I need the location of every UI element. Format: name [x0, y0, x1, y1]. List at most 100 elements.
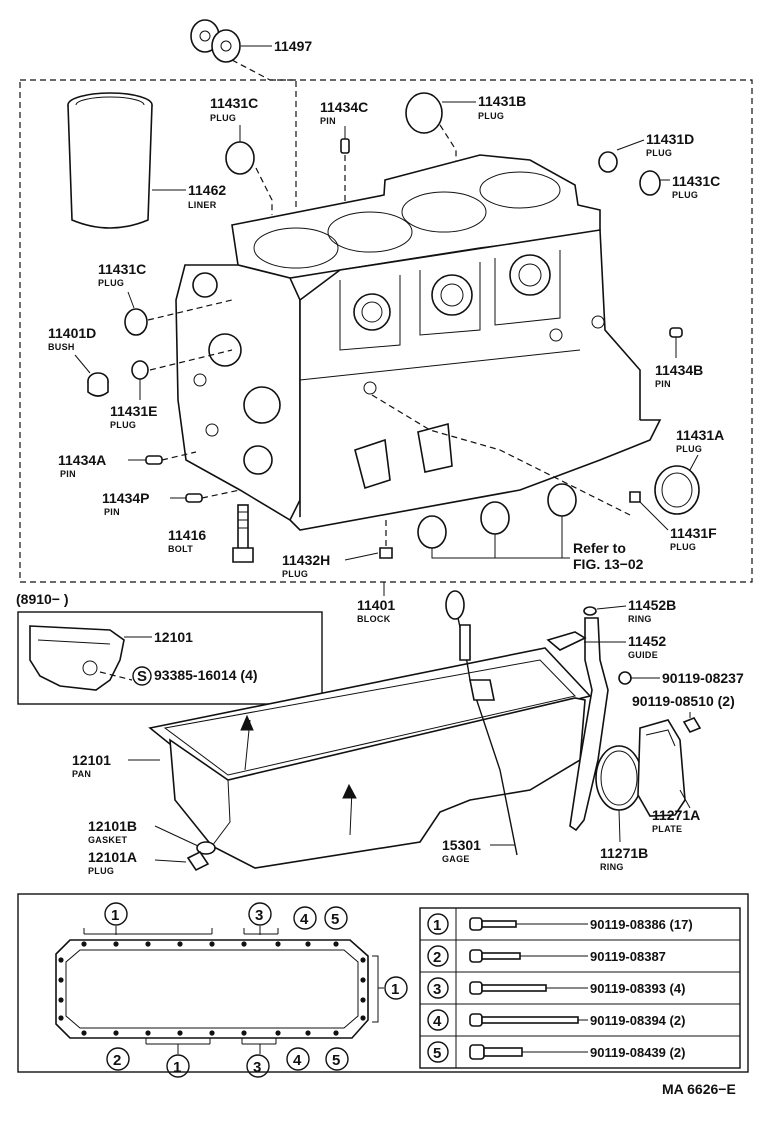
label-12101-pan: 12101 — [72, 752, 111, 768]
label-11271b: 11271B — [600, 845, 648, 861]
bolt-part-1: 90119-08386 (17) — [590, 917, 693, 932]
svg-text:5: 5 — [331, 911, 339, 928]
label-11462: 11462 — [188, 182, 226, 198]
sublabel-plug-2: PLUG — [478, 111, 504, 121]
plug-11431f — [629, 491, 669, 531]
gasket-bolt-hole — [333, 1030, 339, 1036]
sublabel-liner: LINER — [188, 200, 217, 210]
liner-drawing — [67, 92, 186, 229]
bolt-row-4: 4 90119-08394 (2) — [427, 1009, 685, 1031]
svg-text:1: 1 — [391, 981, 399, 998]
gasket-bolt-hole — [58, 1015, 64, 1021]
svg-text:3: 3 — [255, 907, 263, 924]
svg-text:1: 1 — [111, 907, 119, 924]
gasket-bolt-hole — [360, 977, 366, 983]
plug-11431a — [654, 454, 700, 515]
plug-11431d — [598, 139, 645, 173]
svg-text:3: 3 — [253, 1059, 261, 1076]
engine-block-drawing — [175, 154, 662, 531]
sublabel-plug-8: PLUG — [676, 444, 702, 454]
label-15301: 15301 — [442, 837, 481, 853]
label-12101-inset: 12101 — [154, 629, 193, 645]
svg-text:2: 2 — [113, 1052, 121, 1069]
gasket-bolt-hole — [360, 1015, 366, 1021]
sublabel-pin-3: PIN — [104, 507, 120, 517]
sublabel-plug-5: PLUG — [98, 278, 124, 288]
bolt-row-1: 1 90119-08386 (17) — [427, 913, 693, 935]
label-11497: 11497 — [274, 38, 312, 54]
sublabel-plug-6: PLUG — [110, 420, 136, 430]
sublabel-ring-1: RING — [628, 614, 652, 624]
gasket-bolt-hole — [177, 1030, 183, 1036]
gasket-marker-4b: 4 — [286, 1047, 310, 1071]
gasket-bolt-hole — [360, 957, 366, 963]
gasket-bolt-hole — [209, 1030, 215, 1036]
label-11401: 11401 — [357, 597, 395, 613]
label-11431d: 11431D — [646, 131, 694, 147]
label-11431a: 11431A — [676, 427, 724, 443]
pin-11434b — [669, 327, 683, 358]
sublabel-gasket: GASKET — [88, 835, 128, 845]
label-11401d: 11401D — [48, 325, 96, 341]
gasket-bolt-holes — [58, 941, 366, 1036]
sublabel-pin-4: PIN — [655, 379, 671, 389]
marker-s: S — [137, 668, 147, 685]
sublabel-gage: GAGE — [442, 854, 470, 864]
gasket-marker-3b: 3 — [246, 1054, 270, 1078]
bolt-row-5: 5 90119-08439 (2) — [427, 1041, 685, 1063]
gasket-marker-5b: 5 — [325, 1047, 349, 1071]
gasket-bolt-hole — [58, 977, 64, 983]
bush-11401d — [74, 354, 109, 397]
label-11434a: 11434A — [58, 452, 106, 468]
sublabel-plug-9: PLUG — [670, 542, 696, 552]
bolt-row-3: 3 90119-08393 (4) — [427, 977, 685, 999]
bolt-part-4: 90119-08394 (2) — [590, 1013, 685, 1028]
gasket-bolt-hole — [360, 997, 366, 1003]
label-11271a: 11271A — [652, 807, 700, 823]
svg-text:1: 1 — [173, 1059, 181, 1076]
bolt-part-3: 90119-08393 (4) — [590, 981, 685, 996]
gasket-bolt-hole — [58, 997, 64, 1003]
dipstick-drawing — [445, 590, 518, 856]
label-11431c-top: 11431C — [210, 95, 258, 111]
gasket-marker-1c: 1 — [166, 1054, 190, 1078]
label-12101a: 12101A — [88, 849, 137, 865]
inset-box — [17, 611, 323, 705]
bolt-table — [419, 907, 741, 1069]
sublabel-plug-10: PLUG — [88, 866, 114, 876]
label-11431c-left: 11431C — [98, 261, 146, 277]
sublabel-guide: GUIDE — [628, 650, 658, 660]
plate-ring-drawing — [595, 719, 691, 843]
gasket-bolt-hole — [209, 941, 215, 947]
label-11431b: 11431B — [478, 93, 526, 109]
sublabel-plug-4: PLUG — [672, 190, 698, 200]
label-11432h: 11432H — [282, 552, 330, 568]
label-93385: 93385-16014 (4) — [154, 667, 258, 683]
sublabel-plate: PLATE — [652, 824, 682, 834]
sublabel-plug-1: PLUG — [210, 113, 236, 123]
plug-11431c-left — [124, 291, 233, 336]
bearing-shells — [417, 483, 577, 559]
bolt-part-2: 90119-08387 — [590, 949, 666, 964]
plug-11431e — [131, 349, 233, 400]
bolt-part-5: 90119-08439 (2) — [590, 1045, 685, 1060]
gasket-bolt-hole — [81, 941, 87, 947]
gasket-marker-3a: 3 — [248, 902, 272, 926]
sublabel-plug-3: PLUG — [646, 148, 672, 158]
gasket-bolt-hole — [145, 941, 151, 947]
gasket-bolt-hole — [241, 941, 247, 947]
gasket-bolt-hole — [177, 941, 183, 947]
gasket-bolt-hole — [333, 941, 339, 947]
gasket-bolt-hole — [275, 941, 281, 947]
bolt-key-1: 1 — [433, 917, 441, 934]
label-90119-08237: 90119-08237 — [662, 670, 744, 686]
label-11434c: 11434C — [320, 99, 368, 115]
plug-11432h — [344, 520, 393, 561]
refer-fig-text: FIG. 13−02 — [573, 556, 644, 572]
label-11452b: 11452B — [628, 597, 676, 613]
gasket-bolt-hole — [113, 941, 119, 947]
label-90119-08510: 90119-08510 (2) — [632, 693, 735, 709]
label-11431e: 11431E — [110, 403, 158, 419]
sublabel-pin-1: PIN — [320, 116, 336, 126]
gasket-bolt-hole — [241, 1030, 247, 1036]
